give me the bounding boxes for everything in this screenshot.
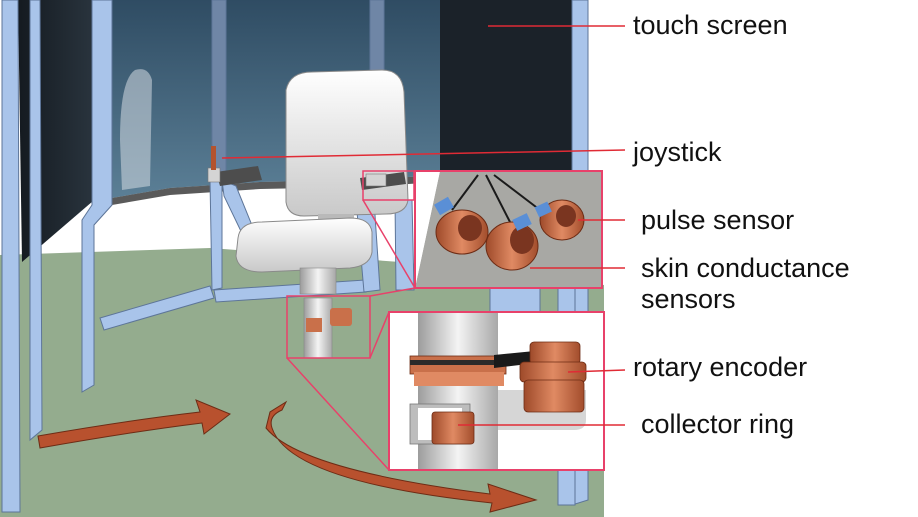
- leader-lines: [221, 25, 626, 426]
- label-rotary-encoder: rotary encoder: [633, 352, 808, 382]
- label-sensors: sensors: [641, 284, 736, 314]
- leader-joystick: [221, 149, 626, 159]
- encoder-stack: [519, 341, 587, 413]
- label-joystick: joystick: [633, 137, 722, 167]
- chair: [207, 69, 409, 359]
- label-pulse-sensor: pulse sensor: [641, 205, 795, 235]
- pillar-zoom-line: [369, 311, 390, 359]
- sensor-inset: [414, 170, 603, 289]
- rotation-arrows: [37, 399, 538, 513]
- armrest-zoom-line-2: [369, 287, 416, 297]
- skin-sensor-right: [485, 221, 539, 271]
- pillar-zoom-line-2: [286, 357, 390, 471]
- label-touch-screen: touch screen: [633, 10, 788, 40]
- armrest-zoom-line: [362, 199, 416, 289]
- label-skin-conductance: skin conductance: [641, 253, 850, 283]
- label-collector-ring: collector ring: [641, 409, 795, 439]
- skin-sensor-left: [435, 209, 489, 255]
- encoder-inset: [388, 311, 605, 471]
- pillar-marker: [286, 295, 371, 359]
- leader-rotary-encoder: [567, 369, 626, 373]
